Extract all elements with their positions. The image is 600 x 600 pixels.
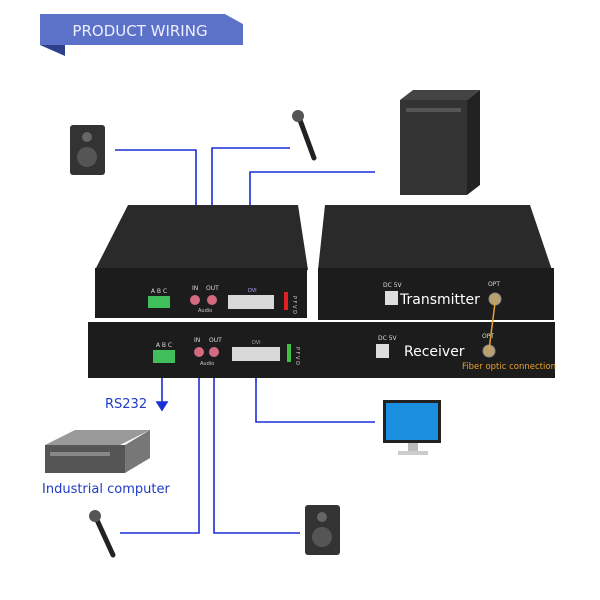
microphone-icon [292,110,317,161]
svg-text:DC 5V: DC 5V [383,282,403,289]
dvi-port [228,295,274,309]
industrial-computer-icon [45,430,150,473]
svg-text:A B C: A B C [156,342,172,349]
fiber-label: Fiber optic connection [462,362,556,372]
left-unit-top: A B C IN OUT Audio DVI P F V D [95,205,308,318]
svg-text:OUT: OUT [206,285,219,292]
svg-text:OUT: OUT [209,337,222,344]
wire-mic-bottom [120,350,200,534]
svg-text:DVI: DVI [252,340,261,346]
svg-text:OPT: OPT [482,333,494,340]
svg-text:P F V D: P F V D [294,347,300,365]
receiver-unit: DC 5V Receiver OPT [310,322,555,378]
dvi-port [232,347,280,361]
svg-text:Audio: Audio [198,308,212,314]
speaker-icon [70,125,105,175]
svg-text:IN: IN [194,337,200,344]
svg-text:Audio: Audio [200,361,214,367]
svg-text:IN: IN [192,285,198,292]
microphone-icon [89,510,116,558]
banner-title: PRODUCT WIRING [72,22,207,40]
svg-text:OPT: OPT [488,281,500,288]
industrial-computer-label: Industrial computer [42,482,170,497]
fiber-cable [488,302,496,351]
banner: PRODUCT WIRING [40,14,243,56]
status-leds [287,344,291,362]
transmitter-label: Transmitter [399,292,480,308]
monitor-icon [383,400,441,455]
transmitter-unit: DC 5V Transmitter OPT [318,205,554,320]
speaker-icon [305,505,340,555]
wire-speaker-bottom [213,350,300,534]
left-unit-bottom: A B C IN OUT Audio DVI P F V D [88,322,320,378]
audio-video-wires [115,147,375,534]
svg-text:DVI: DVI [248,288,257,294]
svg-text:A B C: A B C [151,288,167,295]
receiver-label: Receiver [404,344,465,360]
svg-text:P F V D: P F V D [291,296,297,314]
wire-monitor [255,360,375,423]
rs232-label: RS232 [105,397,147,412]
pc-tower-icon [400,90,480,195]
svg-text:DC 5V: DC 5V [378,335,398,342]
status-leds [284,292,288,310]
